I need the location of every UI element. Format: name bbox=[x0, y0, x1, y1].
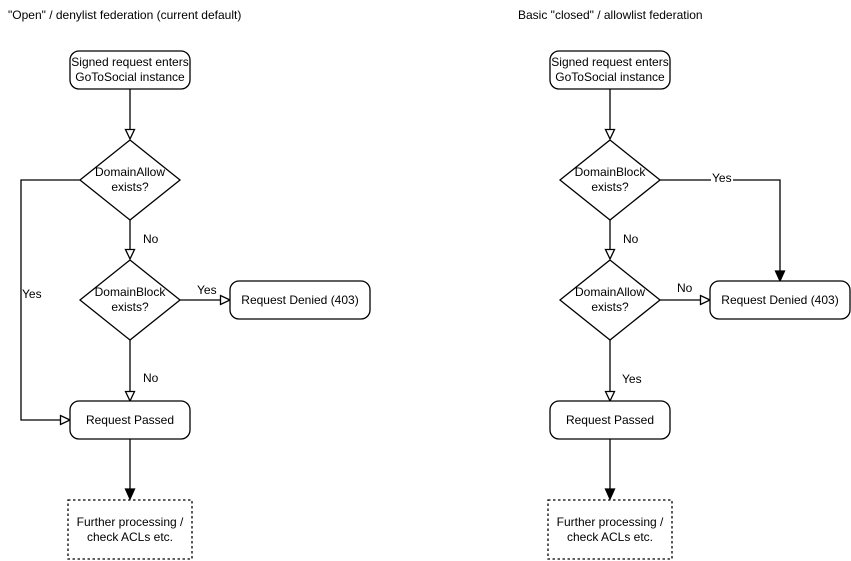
right-start-line2: GoToSocial instance bbox=[555, 70, 665, 84]
right-further-node bbox=[547, 499, 673, 560]
left-start-label: Signed request enters GoToSocial instanc… bbox=[70, 51, 190, 89]
left-decision2-line1: DomainBlock bbox=[94, 285, 166, 299]
arrowhead-hollow bbox=[124, 248, 136, 261]
right-decision1-no-label: No bbox=[623, 232, 639, 246]
arrowhead-solid bbox=[124, 488, 136, 501]
right-decision1-label: DomainBlock exists? bbox=[560, 165, 660, 195]
left-further-label: Further processing / check ACLs etc. bbox=[68, 500, 192, 559]
right-further-line1: Further processing / bbox=[556, 514, 664, 529]
left-decision2-label: DomainBlock exists? bbox=[80, 285, 180, 315]
left-further-line1: Further processing / bbox=[76, 514, 184, 529]
left-passed-label: Request Passed bbox=[85, 412, 175, 427]
left-edge-decision1-yes bbox=[20, 179, 80, 421]
right-decision2-yes-label: Yes bbox=[622, 372, 642, 386]
right-denied-label: Request Denied (403) bbox=[721, 292, 839, 307]
right-further-label: Further processing / check ACLs etc. bbox=[548, 500, 672, 559]
left-start-line1: Signed request enters bbox=[71, 55, 189, 69]
left-decision1-diamond bbox=[78, 139, 182, 221]
left-decision2-line2: exists? bbox=[111, 300, 149, 314]
left-further-node bbox=[67, 499, 193, 560]
left-decision2-no-label: No bbox=[143, 371, 159, 385]
arrowhead-hollow bbox=[124, 128, 136, 141]
arrowhead-solid bbox=[604, 488, 616, 501]
left-flowchart-shapes bbox=[20, 50, 371, 560]
left-decision1-yes-label: Yes bbox=[22, 287, 42, 301]
left-decision1-no-label: No bbox=[143, 232, 159, 246]
right-edge-decision1-yes bbox=[660, 179, 781, 271]
right-decision2-line2: exists? bbox=[591, 300, 629, 314]
left-passed-node bbox=[69, 400, 191, 440]
right-start-label: Signed request enters GoToSocial instanc… bbox=[550, 51, 670, 89]
right-decision2-no-label: No bbox=[677, 281, 693, 295]
right-decision1-yes-label: Yes bbox=[711, 171, 733, 185]
right-chart-title: Basic "closed" / allowlist federation bbox=[518, 8, 703, 22]
right-decision2-label: DomainAllow exists? bbox=[560, 285, 660, 315]
left-start-node bbox=[69, 50, 191, 90]
right-decision1-line2: exists? bbox=[591, 180, 629, 194]
arrowhead-hollow bbox=[124, 390, 136, 403]
right-start-line1: Signed request enters bbox=[551, 55, 669, 69]
right-start-node bbox=[549, 50, 671, 90]
left-decision2-yes-label: Yes bbox=[197, 283, 217, 297]
left-decision1-label: DomainAllow exists? bbox=[80, 165, 180, 195]
arrowhead-hollow bbox=[604, 128, 616, 141]
left-start-line2: GoToSocial instance bbox=[75, 70, 185, 84]
arrowhead-hollow bbox=[604, 390, 616, 403]
left-further-line2: check ACLs etc. bbox=[86, 529, 174, 544]
left-denied-node bbox=[229, 280, 371, 320]
right-decision2-line1: DomainAllow bbox=[574, 285, 646, 299]
right-further-line2: check ACLs etc. bbox=[566, 529, 654, 544]
arrowhead-hollow bbox=[604, 248, 616, 261]
right-denied-node bbox=[709, 280, 851, 320]
arrowhead-hollow bbox=[219, 294, 232, 306]
arrowhead-solid bbox=[774, 270, 786, 283]
left-decision1-line1: DomainAllow bbox=[94, 165, 166, 179]
left-denied-label: Request Denied (403) bbox=[241, 292, 359, 307]
left-decision2-diamond bbox=[78, 259, 182, 341]
right-decision1-diamond bbox=[558, 139, 662, 221]
left-chart-title: "Open" / denylist federation (current de… bbox=[8, 8, 242, 22]
arrowhead-hollow bbox=[59, 414, 72, 426]
right-passed-label: Request Passed bbox=[565, 412, 655, 427]
right-flowchart-shapes bbox=[547, 50, 851, 560]
right-decision2-diamond bbox=[558, 259, 662, 341]
left-decision1-line2: exists? bbox=[111, 180, 149, 194]
right-passed-node bbox=[549, 400, 671, 440]
right-decision1-line1: DomainBlock bbox=[574, 165, 646, 179]
arrowhead-hollow bbox=[699, 294, 712, 306]
